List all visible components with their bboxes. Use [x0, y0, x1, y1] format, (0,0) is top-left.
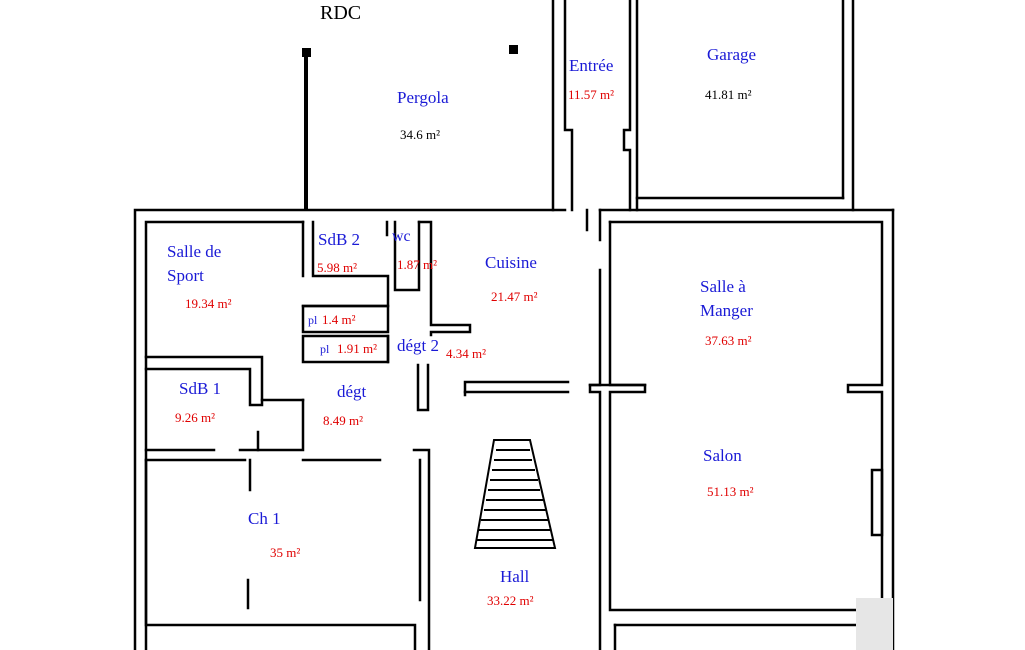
pergola-post-right	[509, 45, 518, 54]
room-area-ch1: 35 m²	[270, 545, 301, 560]
room-area-pergola: 34.6 m²	[400, 127, 441, 142]
outer-top-wall	[133, 208, 567, 650]
entree-right-wall	[622, 0, 632, 212]
room-name-pl2: pl	[320, 342, 330, 356]
room-name-salle-sport-2: Sport	[167, 266, 204, 285]
staircase	[473, 439, 557, 549]
pergola-post-left	[302, 48, 311, 57]
room-area-sdb1: 9.26 m²	[175, 410, 216, 425]
placard-1	[301, 304, 390, 334]
room-area-garage: 41.81 m²	[705, 87, 752, 102]
room-name-salle-sport-1: Salle de	[167, 242, 222, 261]
room-area-pl2: 1.91 m²	[337, 341, 378, 356]
room-name-cuisine: Cuisine	[485, 253, 537, 272]
room-area-pl1: 1.4 m²	[322, 312, 356, 327]
room-area-sdb2: 5.98 m²	[317, 260, 358, 275]
room-area-salle-sport: 19.34 m²	[185, 296, 232, 311]
room-name-salle-manger-1: Salle à	[700, 277, 746, 296]
room-area-salon: 51.13 m²	[707, 484, 754, 499]
inner-left-wall	[144, 220, 305, 650]
room-area-entree: 11.57 m²	[568, 87, 615, 102]
room-area-cuisine: 21.47 m²	[491, 289, 538, 304]
room-area-salle-manger: 37.63 m²	[705, 333, 752, 348]
room-name-degt: dégt	[337, 382, 367, 401]
room-name-garage: Garage	[707, 45, 757, 64]
corner-mark	[856, 598, 893, 650]
room-name-hall: Hall	[500, 567, 530, 586]
room-name-salon: Salon	[703, 446, 742, 465]
room-area-degt: 8.49 m²	[323, 413, 364, 428]
room-area-hall: 33.22 m²	[487, 593, 534, 608]
room-name-pl1: pl	[308, 313, 318, 327]
room-name-entree: Entrée	[569, 56, 614, 75]
room-name-wc: wc	[392, 228, 411, 245]
room-area-degt2: 4.34 m²	[446, 346, 487, 361]
inner-right-wall	[608, 220, 884, 650]
room-name-sdb2: SdB 2	[318, 230, 361, 249]
room-name-degt2: dégt 2	[397, 336, 440, 355]
plan-title: RDC	[320, 2, 362, 24]
room-name-sdb1: SdB 1	[179, 379, 222, 398]
room-name-ch1: Ch 1	[248, 509, 281, 528]
entree-left-wall	[563, 0, 574, 212]
room-area-wc: 1.87 m²	[397, 257, 438, 272]
walls	[133, 0, 895, 650]
room-name-pergola: Pergola	[397, 88, 449, 107]
room-name-salle-manger-2: Manger	[700, 301, 753, 320]
